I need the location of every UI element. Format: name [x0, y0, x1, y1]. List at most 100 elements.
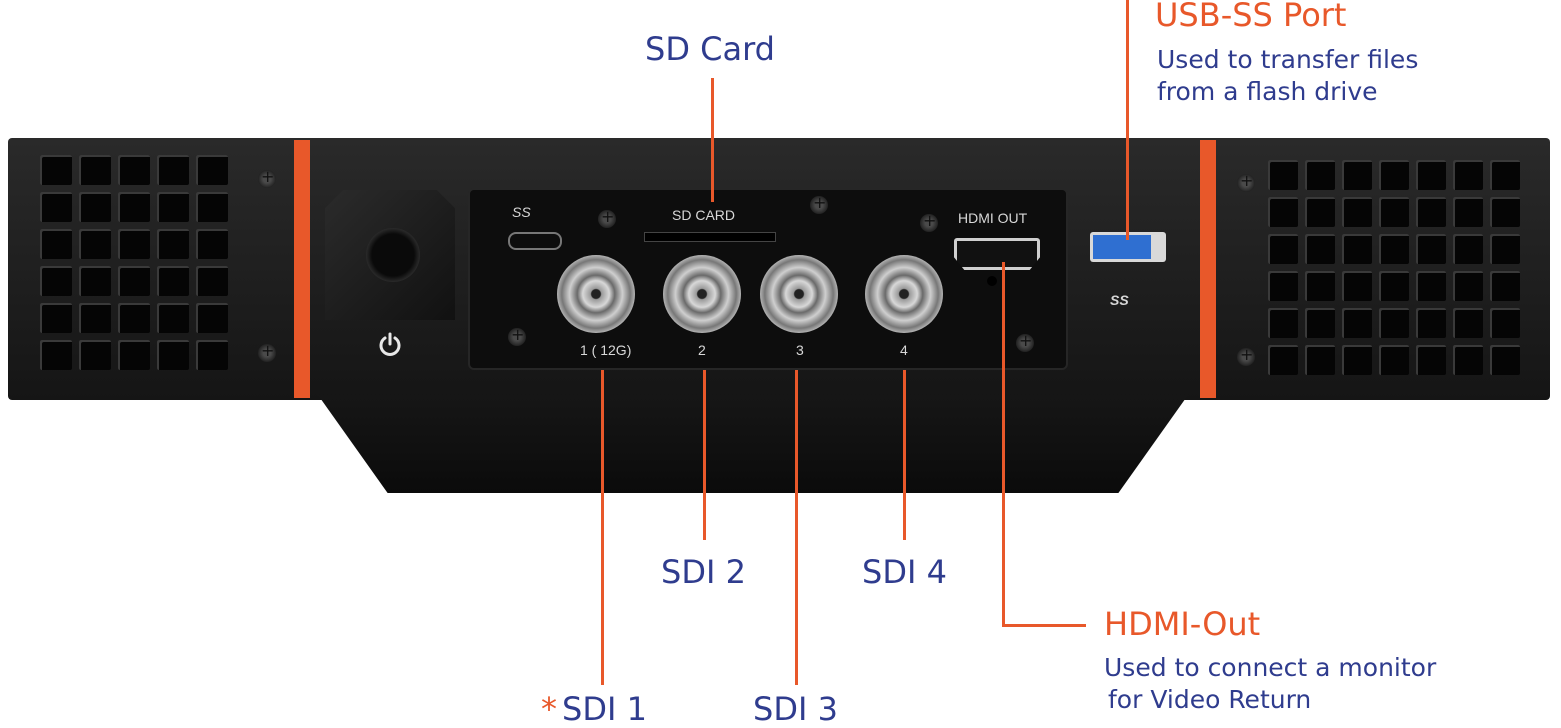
vent-hole: [40, 340, 72, 370]
port-3-print: 3: [796, 342, 804, 358]
vent-hole: [1379, 234, 1409, 264]
vent-hole: [40, 266, 72, 296]
vent-hole: [1268, 308, 1298, 338]
callout-line-sdi-4: [903, 370, 906, 540]
vent-hole: [1305, 234, 1335, 264]
vent-hole: [1305, 345, 1335, 375]
vent-hole: [1416, 197, 1446, 227]
vent-hole: [118, 266, 150, 296]
vent-hole: [157, 303, 189, 333]
desc-usb-line-2: from a flash drive: [1157, 77, 1378, 106]
sdi-4-connector[interactable]: [865, 255, 943, 333]
port-2-print: 2: [698, 342, 706, 358]
vent-hole: [196, 192, 228, 222]
hdmi-port[interactable]: [954, 238, 1040, 270]
vent-grille-right: [1268, 160, 1520, 375]
label-hdmi-out: HDMI-Out: [1104, 605, 1261, 643]
vent-hole: [157, 266, 189, 296]
device-stand: [318, 395, 1188, 493]
vent-hole: [1416, 308, 1446, 338]
vent-hole: [79, 155, 111, 185]
vent-hole: [1453, 160, 1483, 190]
vent-hole: [1490, 234, 1520, 264]
vent-hole: [157, 229, 189, 259]
sdi-3-connector[interactable]: [760, 255, 838, 333]
screw: [810, 193, 828, 214]
vent-hole: [196, 229, 228, 259]
vent-hole: [118, 229, 150, 259]
vent-hole: [1305, 271, 1335, 301]
port-1-print: 1 ( 12G): [580, 342, 632, 358]
label-sd-card: SD Card: [645, 30, 775, 68]
desc-hdmi-line-2: for Video Return: [1108, 685, 1312, 714]
desc-usb-line-1: Used to transfer files: [1157, 45, 1419, 74]
label-sdi-1-asterisk: *: [541, 690, 557, 728]
vent-hole: [1490, 271, 1520, 301]
port-4-print: 4: [900, 342, 908, 358]
callout-line-sdi-1: [601, 370, 604, 685]
orange-stripe-right: [1200, 140, 1216, 398]
vent-hole: [1453, 271, 1483, 301]
sd-card-slot[interactable]: [644, 232, 776, 242]
vent-hole: [118, 340, 150, 370]
vent-hole: [1416, 234, 1446, 264]
vent-hole: [1453, 234, 1483, 264]
callout-line-sdi-2: [703, 370, 706, 540]
vent-hole: [1453, 308, 1483, 338]
screw: [1237, 171, 1255, 192]
vent-hole: [1268, 271, 1298, 301]
vent-hole: [118, 192, 150, 222]
vent-hole: [1305, 160, 1335, 190]
sd-card-print: SD CARD: [672, 207, 736, 223]
hdmi-out-print: HDMI OUT: [958, 210, 1028, 226]
vent-hole: [1268, 197, 1298, 227]
callout-line-hdmi-horizontal: [1002, 624, 1086, 627]
screw: [258, 341, 276, 362]
vent-hole: [196, 266, 228, 296]
vent-hole: [1490, 160, 1520, 190]
vent-hole: [1268, 234, 1298, 264]
vent-hole: [79, 266, 111, 296]
vent-hole: [1379, 271, 1409, 301]
vent-hole: [1379, 345, 1409, 375]
indicator-led: [987, 276, 997, 286]
vent-hole: [79, 303, 111, 333]
vent-hole: [1342, 308, 1372, 338]
vent-hole: [196, 155, 228, 185]
vent-hole: [1342, 271, 1372, 301]
vent-hole: [1342, 197, 1372, 227]
label-sdi-3: SDI 3: [753, 690, 838, 728]
vent-hole: [1305, 308, 1335, 338]
vent-hole: [1305, 197, 1335, 227]
sdi-1-connector[interactable]: [557, 255, 635, 333]
usb-superspeed-icon: SS: [1110, 292, 1129, 308]
vent-hole: [118, 155, 150, 185]
vent-hole: [40, 303, 72, 333]
power-button[interactable]: [366, 228, 420, 282]
callout-line-sdi-3: [795, 370, 798, 685]
vent-hole: [40, 192, 72, 222]
vent-hole: [1342, 160, 1372, 190]
vent-hole: [1453, 345, 1483, 375]
vent-hole: [157, 155, 189, 185]
power-icon: [379, 332, 401, 356]
vent-hole: [1490, 308, 1520, 338]
usb-c-port[interactable]: [508, 232, 562, 250]
callout-line-hdmi-vertical: [1002, 262, 1005, 626]
vent-hole: [1416, 345, 1446, 375]
desc-hdmi-line-1: Used to connect a monitor: [1104, 653, 1437, 682]
vent-hole: [79, 192, 111, 222]
vent-hole: [1416, 160, 1446, 190]
sdi-2-connector[interactable]: [663, 255, 741, 333]
screw: [1237, 345, 1255, 366]
vent-hole: [118, 303, 150, 333]
label-sdi-4: SDI 4: [862, 553, 947, 591]
vent-hole: [40, 229, 72, 259]
label-usb-ss-port: USB-SS Port: [1155, 0, 1347, 34]
screw: [920, 211, 938, 232]
vent-hole: [1268, 345, 1298, 375]
vent-hole: [1342, 234, 1372, 264]
vent-hole: [196, 303, 228, 333]
callout-line-usb: [1126, 0, 1129, 240]
callout-line-sd-card: [711, 78, 714, 202]
